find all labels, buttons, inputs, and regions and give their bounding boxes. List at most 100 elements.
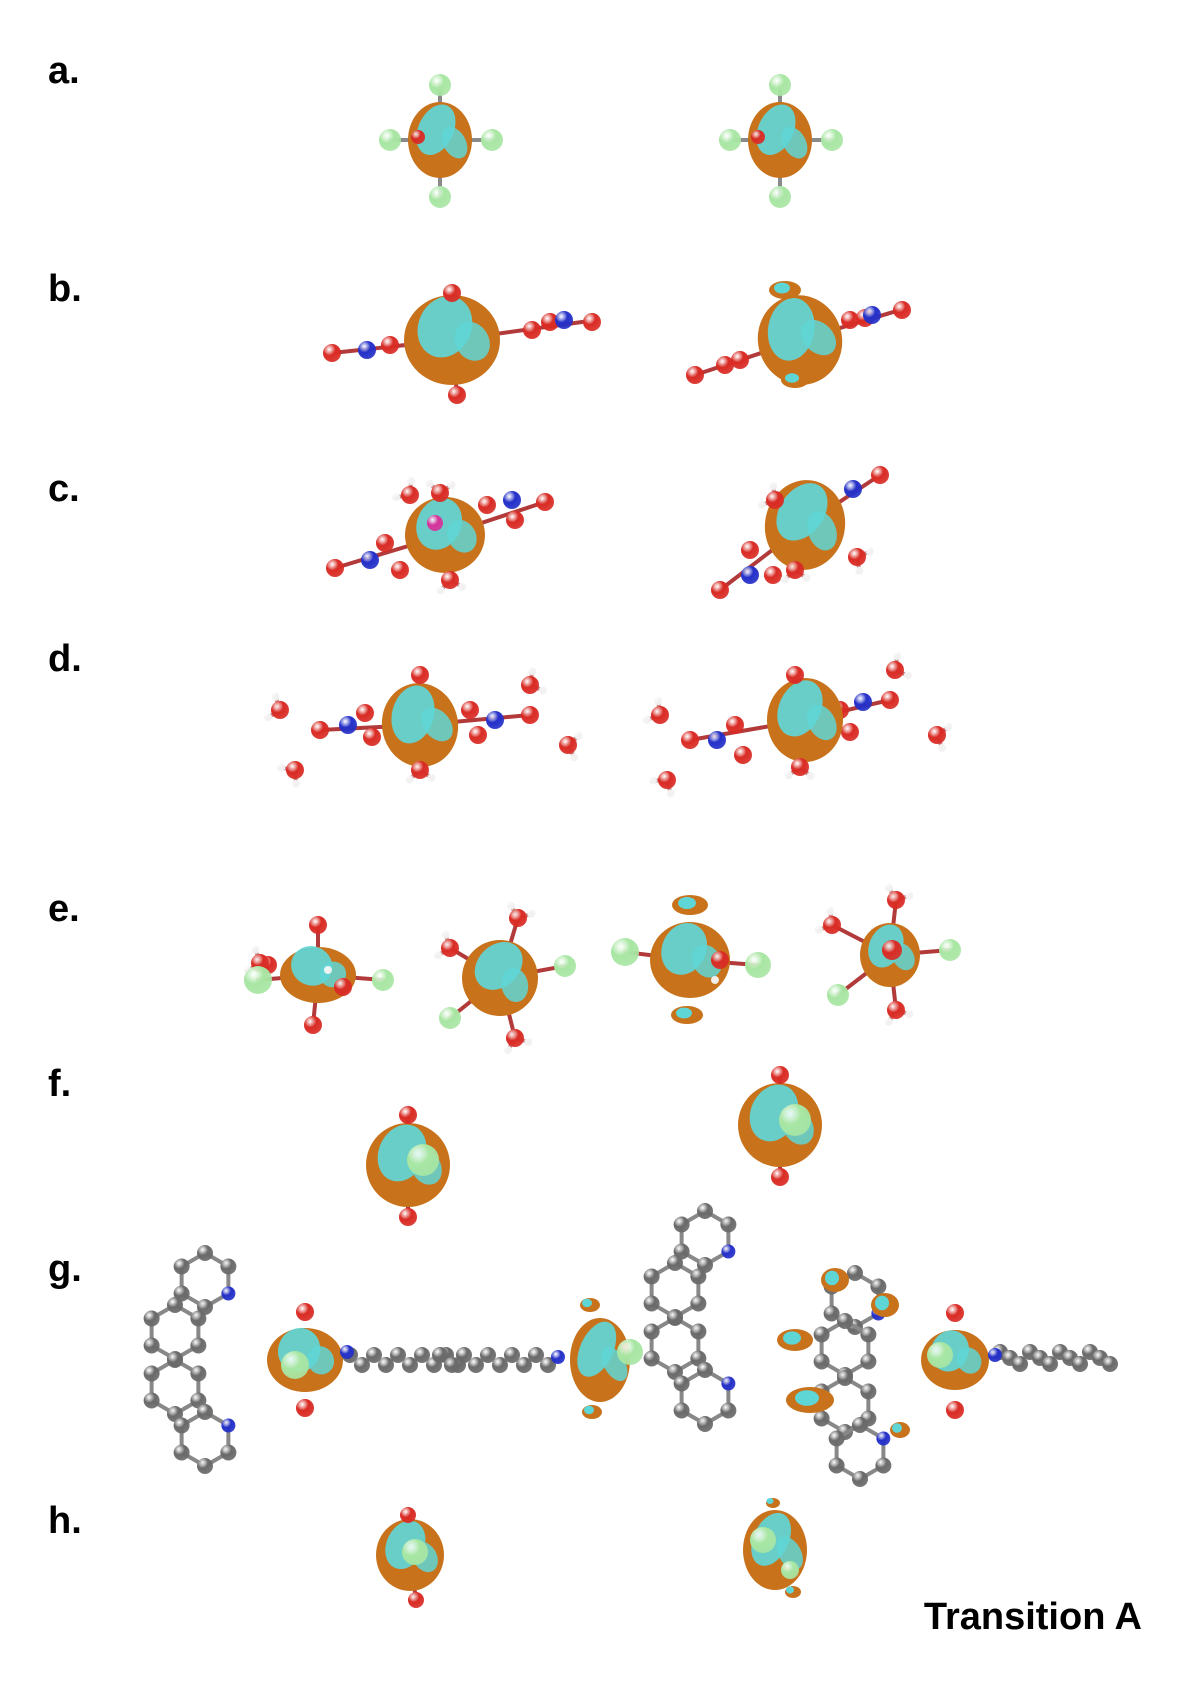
carbon-atom [220, 1444, 237, 1461]
carbon-atom [492, 1357, 508, 1373]
oxygen-atom [399, 1106, 417, 1124]
oxygen-atom [448, 386, 466, 404]
hydrogen-atom [884, 1018, 893, 1027]
oxygen-atom [887, 891, 905, 909]
oxygen-atom [431, 484, 449, 502]
oxygen-atom [441, 939, 459, 957]
orbital-lobe-cyan [447, 519, 477, 553]
carbon-atom [516, 1357, 532, 1373]
carbon-atom [197, 1404, 213, 1420]
carbon-atom [143, 1392, 160, 1409]
carbon-atom [847, 1265, 863, 1281]
orbital-lobe-cyan [785, 373, 799, 383]
oxygen-atom [841, 311, 859, 329]
fluorine-atom [745, 952, 771, 978]
nitrogen-atom [721, 1244, 736, 1259]
carbon-atom [673, 1402, 690, 1419]
carbon-atom [402, 1357, 418, 1373]
oxygen-atom [408, 1592, 424, 1608]
oxygen-atom [400, 1507, 416, 1523]
oxygen-atom [506, 1029, 524, 1047]
carbon-atom [468, 1357, 484, 1373]
hydrogen-atom [654, 697, 663, 706]
oxygen-atom [521, 676, 539, 694]
orbital-lobe-cyan [892, 1423, 902, 1433]
fluorine-atom [402, 1539, 428, 1565]
hydrogen-atom [458, 582, 467, 591]
panel-label-f: f. [48, 1063, 72, 1105]
oxygen-atom [411, 761, 429, 779]
oxygen-atom [521, 706, 539, 724]
orbital-lobe-cyan [786, 1586, 794, 1594]
carbon-atom [197, 1458, 213, 1474]
oxygen-atom [741, 541, 759, 559]
hydrogen-atom [642, 715, 651, 724]
orbital-lobe-cyan [825, 1270, 839, 1286]
oxygen-atom [887, 1001, 905, 1019]
carbon-atom [837, 1313, 853, 1329]
oxygen-atom [786, 561, 804, 579]
hydrogen-atom [427, 773, 436, 782]
oxygen-atom [686, 366, 704, 384]
nitrogen-atom [988, 1348, 1002, 1362]
orbital-lobe-cyan [774, 282, 790, 294]
oxygen-atom [536, 493, 554, 511]
hydrogen-atom [506, 901, 515, 910]
fluorine-atom [439, 1007, 461, 1029]
carbon-atom [167, 1297, 183, 1313]
fluorine-atom [769, 74, 791, 96]
carbon-atom [673, 1375, 690, 1392]
orbital-lobe-cyan [501, 968, 529, 1003]
carbon-atom [173, 1417, 190, 1434]
hydrogen-atom [944, 723, 953, 732]
carbon-atom [366, 1347, 382, 1363]
hydrogen-atom [405, 775, 414, 784]
carbon-atom [190, 1365, 207, 1382]
hydrogen-atom [884, 883, 893, 892]
hydrogen-atom [855, 566, 864, 575]
hydrogen-atom [802, 573, 811, 582]
carbon-atom [643, 1323, 660, 1340]
oxygen-atom [311, 721, 329, 739]
hydrogen-atom [503, 1046, 512, 1055]
carbon-atom [143, 1365, 160, 1382]
carbon-atom [143, 1337, 160, 1354]
fluorine-atom [429, 186, 451, 208]
carbon-atom [813, 1353, 830, 1370]
carbon-atom [667, 1310, 683, 1326]
hydrogen-atom [574, 731, 583, 740]
fluorine-atom [372, 969, 394, 991]
orbital-lobe-cyan [441, 126, 468, 159]
carbon-atom [828, 1430, 845, 1447]
carbon-atom [220, 1258, 237, 1275]
hydrogen-atom [938, 744, 947, 753]
carbon-atom [540, 1357, 556, 1373]
hydrogen-atom [436, 586, 445, 595]
carbon-atom [504, 1347, 520, 1363]
carbon-atom [673, 1216, 690, 1233]
nitrogen-atom [551, 1350, 565, 1364]
carbon-atom [456, 1347, 472, 1363]
hydrogen-atom [538, 686, 547, 695]
oxygen-atom [946, 1304, 964, 1322]
carbon-atom [697, 1362, 713, 1378]
carbon-atom [173, 1444, 190, 1461]
carbon-atom [528, 1347, 544, 1363]
carbon-atom [1102, 1356, 1118, 1372]
carbon-atom [354, 1357, 370, 1373]
nitrogen-atom [358, 341, 376, 359]
hydrogen-atom [905, 1010, 914, 1019]
nitrogen-atom [844, 480, 862, 498]
carbon-atom [143, 1310, 160, 1327]
orbital-lobe-cyan [783, 1331, 801, 1345]
hydrogen-atom [903, 671, 912, 680]
oxygen-atom [651, 706, 669, 724]
oxygen-atom [523, 321, 541, 339]
hydrogen-atom [666, 789, 675, 798]
oxygen-atom [841, 723, 859, 741]
fluorine-atom [617, 1339, 643, 1365]
hydrogen-atom [392, 493, 401, 502]
panel-label-b: b. [48, 268, 82, 310]
hydrogen-atom [814, 925, 823, 934]
hydrogen-atom [769, 482, 778, 491]
